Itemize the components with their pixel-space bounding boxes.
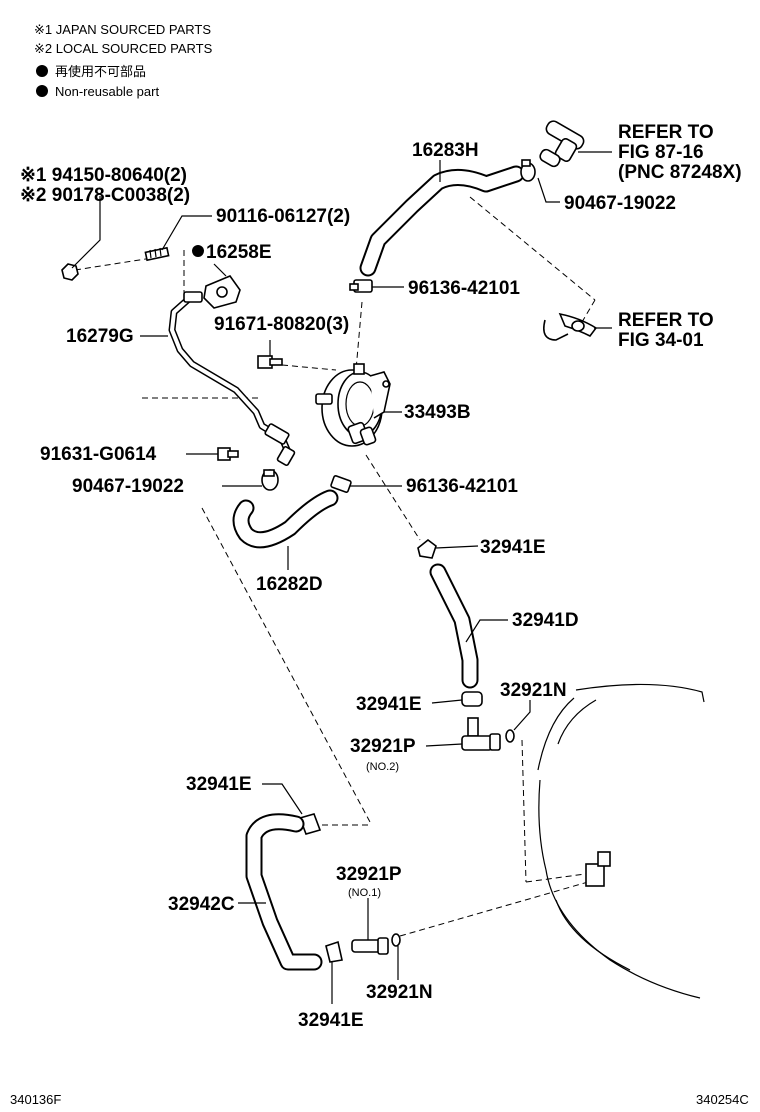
pipe-16279G	[168, 291, 296, 466]
label-33493B: 33493B	[404, 402, 471, 423]
label-90178: ※2 90178-C0038(2)	[20, 185, 190, 206]
label-32941E-a: 32941E	[480, 537, 546, 558]
valve-32921P-no2	[461, 717, 501, 751]
label-90467-top: 90467-19022	[564, 193, 676, 214]
label-16283H: 16283H	[412, 140, 479, 161]
dashed-reference-lines	[74, 196, 601, 937]
grommet-32941E-b	[461, 691, 483, 707]
label-32941E-d: 32941E	[298, 1010, 364, 1031]
oring-32921N-b	[391, 933, 401, 947]
oring-32921N-a	[505, 729, 515, 743]
label-refer-87-16-line1: REFER TO	[618, 122, 714, 143]
label-91631: 91631-G0614	[40, 444, 157, 465]
non-reusable-marker-icon	[192, 245, 204, 257]
clip-96136-mid	[330, 475, 352, 493]
label-no1: (NO.1)	[348, 887, 381, 899]
grommet-32941E-a	[417, 538, 437, 559]
label-32941E-c: 32941E	[186, 774, 252, 795]
label-96136-top: 96136-42101	[408, 278, 520, 299]
engine-body-outline	[537, 683, 705, 999]
clip-96136-top	[349, 279, 373, 293]
label-90116: 90116-06127(2)	[216, 206, 350, 227]
clip-90467-top	[520, 159, 536, 182]
label-32921P-b: 32921P	[336, 864, 402, 885]
grommet-32941E-d	[325, 940, 343, 963]
label-no2: (NO.2)	[366, 761, 399, 773]
note-non-reusable-jp: 再使用不可部品	[55, 64, 146, 79]
label-32921P-a: 32921P	[350, 736, 416, 757]
label-32941E-b: 32941E	[356, 694, 422, 715]
clip-90467-mid	[261, 469, 279, 491]
valve-32921P-no1	[351, 937, 389, 955]
hose-16283H	[359, 165, 525, 277]
label-refer-87-16-line2: FIG 87-16	[618, 142, 704, 163]
non-reusable-bullet-icon	[36, 65, 48, 77]
label-16282D: 16282D	[256, 574, 323, 595]
label-16258E: 16258E	[206, 242, 272, 263]
note-non-reusable-en: Non-reusable part	[55, 84, 159, 99]
label-94150: ※1 94150-80640(2)	[20, 165, 187, 186]
label-32942C: 32942C	[168, 894, 235, 915]
clamp-ref-34-01	[543, 312, 598, 341]
hose-16282D	[232, 489, 339, 549]
grommet-32941E-c	[298, 813, 322, 835]
gasket-16258E	[203, 275, 241, 309]
vacuum-pump-33493B	[315, 363, 391, 447]
bolt-91631	[217, 447, 239, 461]
note-local-sourced: ※2 LOCAL SOURCED PARTS	[34, 41, 213, 56]
label-90467-mid: 90467-19022	[72, 476, 184, 497]
leader-lines	[71, 151, 612, 1004]
label-16279G: 16279G	[66, 326, 134, 347]
hose-32941D	[429, 563, 479, 689]
footer-left-code: 340136F	[10, 1092, 61, 1107]
non-reusable-bullet-icon	[36, 85, 48, 97]
label-91671: 91671-80820(3)	[214, 314, 349, 335]
bolt-91671	[257, 355, 283, 369]
label-32941D: 32941D	[512, 610, 579, 631]
label-refer-34-01-line1: REFER TO	[618, 310, 714, 331]
label-refer-34-01-line2: FIG 34-01	[618, 330, 704, 351]
hose-32942C	[245, 813, 323, 971]
footer-right-code: 340254C	[696, 1092, 749, 1107]
note-japan-sourced: ※1 JAPAN SOURCED PARTS	[34, 22, 211, 37]
label-96136-mid: 96136-42101	[406, 476, 518, 497]
tee-joint	[539, 120, 585, 168]
label-32921N-a: 32921N	[500, 680, 567, 701]
label-refer-87-16-line3: (PNC 87248X)	[618, 162, 742, 183]
label-32921N-b: 32921N	[366, 982, 433, 1003]
stud-90116	[144, 246, 170, 262]
nut-94150	[61, 263, 79, 281]
